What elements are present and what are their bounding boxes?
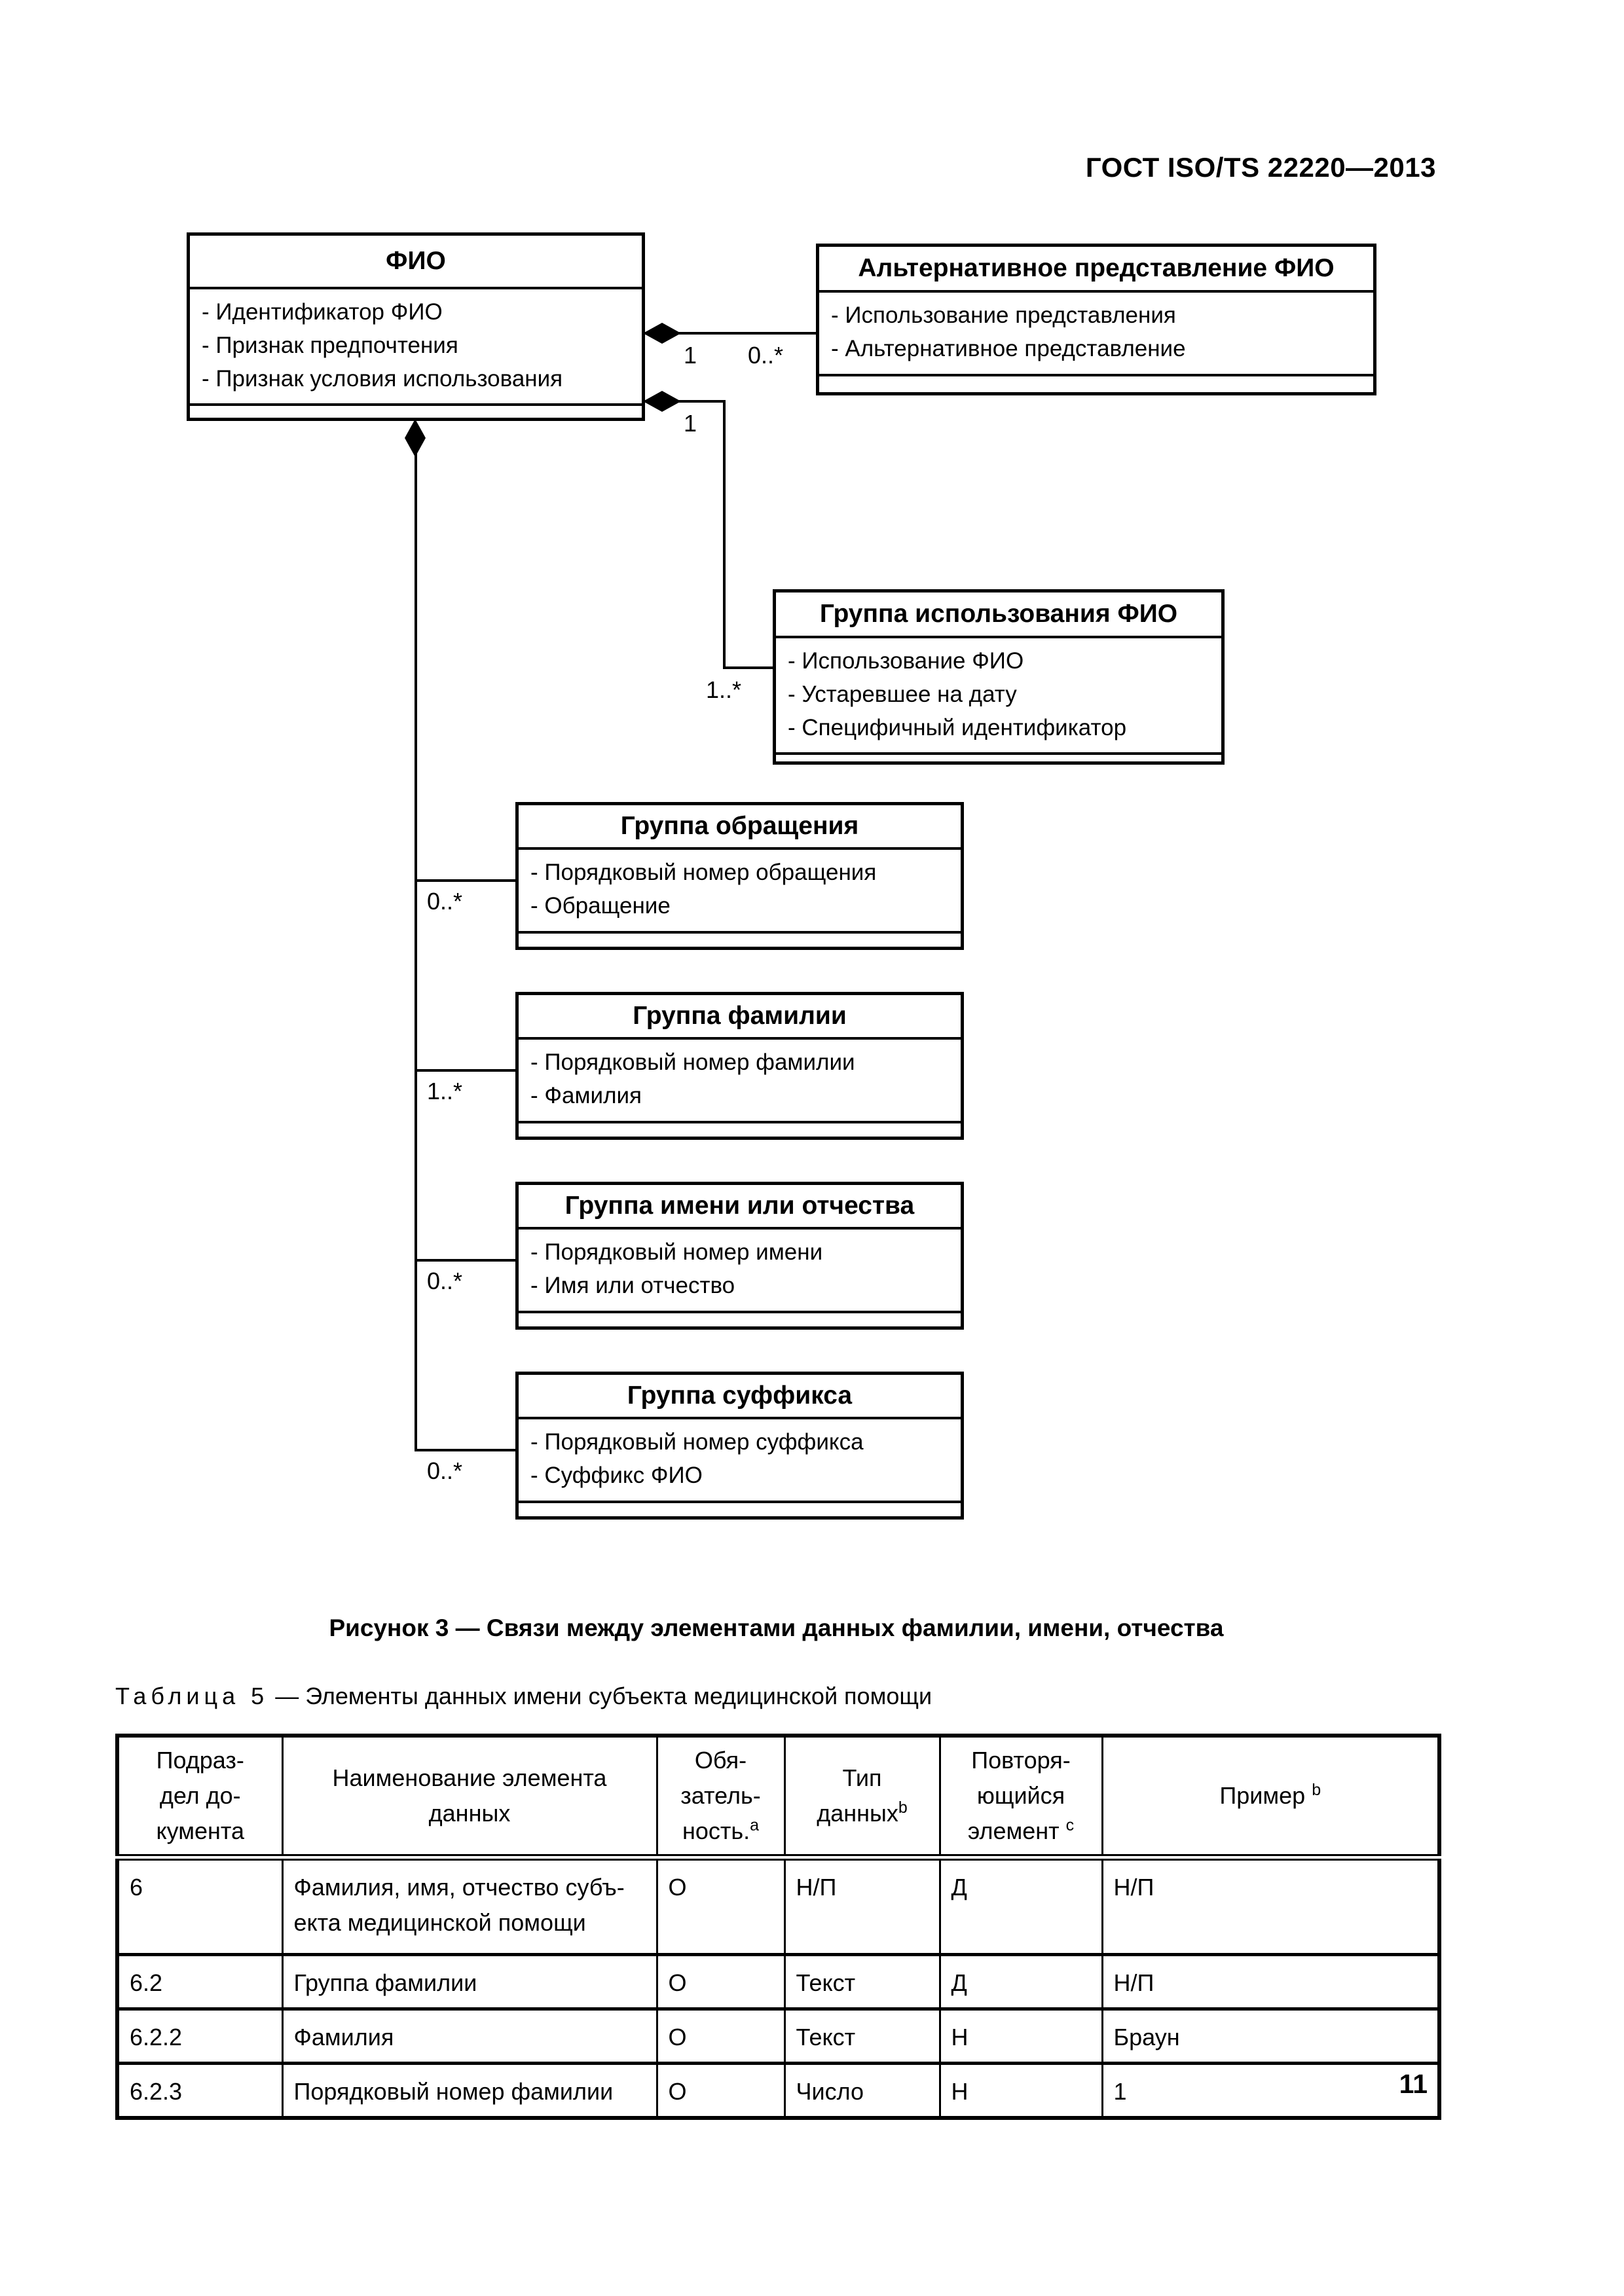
column-header: Наименование элемента данных [281, 1736, 658, 1861]
column-header: Подраз- дел до- кумента [116, 1736, 284, 1861]
table-title-label: Таблица 5 [115, 1683, 269, 1709]
class-attributes: - Порядковый номер имени - Имя или отчес… [519, 1230, 961, 1313]
multiplicity-label: 1 [684, 342, 697, 369]
class-empty-compartment [519, 1123, 961, 1137]
table-cell: Текст [783, 2007, 941, 2063]
association-line [723, 666, 773, 669]
page-number: 11 [1399, 2069, 1428, 2099]
composition-diamond-icon [405, 419, 426, 457]
class-title: Группа фамилии [519, 995, 961, 1040]
class-attributes: - Использование ФИО - Устаревшее на дату… [776, 638, 1221, 756]
table-cell: 6.2.2 [116, 2007, 284, 2063]
table-cell: Н/П [1101, 1855, 1441, 1954]
table-cell: Д [938, 1952, 1103, 2009]
table-cell: 6.2 [116, 1952, 284, 2009]
association-line [415, 1069, 515, 1072]
table-row: 6.2.3 Порядковый номер фамилии О Число Н… [116, 2061, 1441, 2118]
class-box-usage-group: Группа использования ФИО - Использование… [773, 589, 1225, 765]
association-line [645, 400, 726, 403]
association-line [415, 1259, 515, 1262]
table-row: 6.2 Группа фамилии О Текст Д Н/П [116, 1952, 1441, 2009]
association-line [723, 400, 726, 669]
class-title: Группа суффикса [519, 1375, 961, 1419]
table-cell: Браун [1101, 2007, 1441, 2063]
multiplicity-label: 0..* [427, 1457, 463, 1484]
table-row: 6 Фамилия, имя, отчество субъ- екта меди… [116, 1855, 1441, 1954]
class-box-salutation-group: Группа обращения - Порядковый номер обра… [515, 802, 964, 950]
table-cell: 1 [1101, 2061, 1441, 2118]
class-attributes: - Порядковый номер фамилии - Фамилия [519, 1040, 961, 1123]
table-cell: О [655, 1855, 786, 1954]
column-header: Обя- затель- ность.a [655, 1736, 786, 1861]
class-empty-compartment [519, 1503, 961, 1517]
table-cell: Фамилия, имя, отчество субъ- екта медици… [281, 1855, 658, 1954]
association-line [415, 1449, 515, 1451]
class-box-suffix-group: Группа суффикса - Порядковый номер суффи… [515, 1372, 964, 1520]
class-box-family-name-group: Группа фамилии - Порядковый номер фамили… [515, 992, 964, 1140]
class-title: Альтернативное представление ФИО [819, 247, 1373, 293]
class-attributes: - Идентификатор ФИО - Признак предпочтен… [190, 289, 642, 407]
table-cell: Текст [783, 1952, 941, 2009]
table-row: 6.2.2 Фамилия О Текст Н Браун [116, 2007, 1441, 2063]
figure-caption: Рисунок 3 — Связи между элементами данны… [329, 1614, 1224, 1641]
column-header: Тип данныхb [783, 1736, 941, 1861]
class-empty-compartment [519, 934, 961, 947]
table-cell: Фамилия [281, 2007, 658, 2063]
class-empty-compartment [776, 755, 1221, 761]
composition-diamond-icon [643, 323, 681, 344]
class-empty-compartment [190, 406, 642, 418]
table-cell: О [655, 1952, 786, 2009]
multiplicity-label: 1..* [706, 676, 742, 703]
table-cell: Д [938, 1855, 1103, 1954]
table-cell: 6.2.3 [116, 2061, 284, 2118]
class-title: Группа обращения [519, 805, 961, 850]
table-cell: Н [938, 2007, 1103, 2063]
document-header: ГОСТ ISO/TS 22220—2013 [1085, 152, 1436, 183]
multiplicity-label: 0..* [748, 342, 784, 369]
column-header: Пример b [1101, 1736, 1441, 1861]
multiplicity-label: 1 [684, 410, 697, 437]
table-cell: Н/П [1101, 1952, 1441, 2009]
class-title: ФИО [190, 236, 642, 289]
class-attributes: - Порядковый номер обращения - Обращение [519, 850, 961, 934]
data-elements-table: Подраз- дел до- кумента Наименование эле… [115, 1734, 1441, 2120]
class-box-alt-representation: Альтернативное представление ФИО - Испол… [816, 244, 1376, 395]
table-cell: Н [938, 2061, 1103, 2118]
table-cell: Группа фамилии [281, 1952, 658, 2009]
association-line [415, 453, 417, 1451]
multiplicity-label: 0..* [427, 1267, 463, 1294]
class-box-given-name-group: Группа имени или отчества - Порядковый н… [515, 1182, 964, 1330]
class-title: Группа использования ФИО [776, 592, 1221, 638]
association-line [645, 332, 816, 335]
table-cell: Число [783, 2061, 941, 2118]
composition-diamond-icon [643, 391, 681, 412]
column-header: Повторя- ющийся элемент c [938, 1736, 1103, 1861]
table-title-text: — Элементы данных имени субъекта медицин… [268, 1683, 932, 1709]
multiplicity-label: 1..* [427, 1078, 463, 1104]
table-title: Таблица 5 — Элементы данных имени субъек… [115, 1683, 932, 1710]
multiplicity-label: 0..* [427, 888, 463, 915]
table-cell: Порядковый номер фамилии [281, 2061, 658, 2118]
table-cell: 6 [116, 1855, 284, 1954]
table-cell: Н/П [783, 1855, 941, 1954]
class-title: Группа имени или отчества [519, 1185, 961, 1230]
association-line [415, 879, 515, 882]
class-attributes: - Использование представления - Альтерна… [819, 293, 1373, 376]
table-header-row: Подраз- дел до- кумента Наименование эле… [116, 1736, 1441, 1861]
class-box-fio: ФИО - Идентификатор ФИО - Признак предпо… [187, 232, 645, 421]
class-empty-compartment [519, 1313, 961, 1327]
table-cell: О [655, 2061, 786, 2118]
table-cell: О [655, 2007, 786, 2063]
class-empty-compartment [819, 376, 1373, 393]
class-attributes: - Порядковый номер суффикса - Суффикс ФИ… [519, 1419, 961, 1503]
